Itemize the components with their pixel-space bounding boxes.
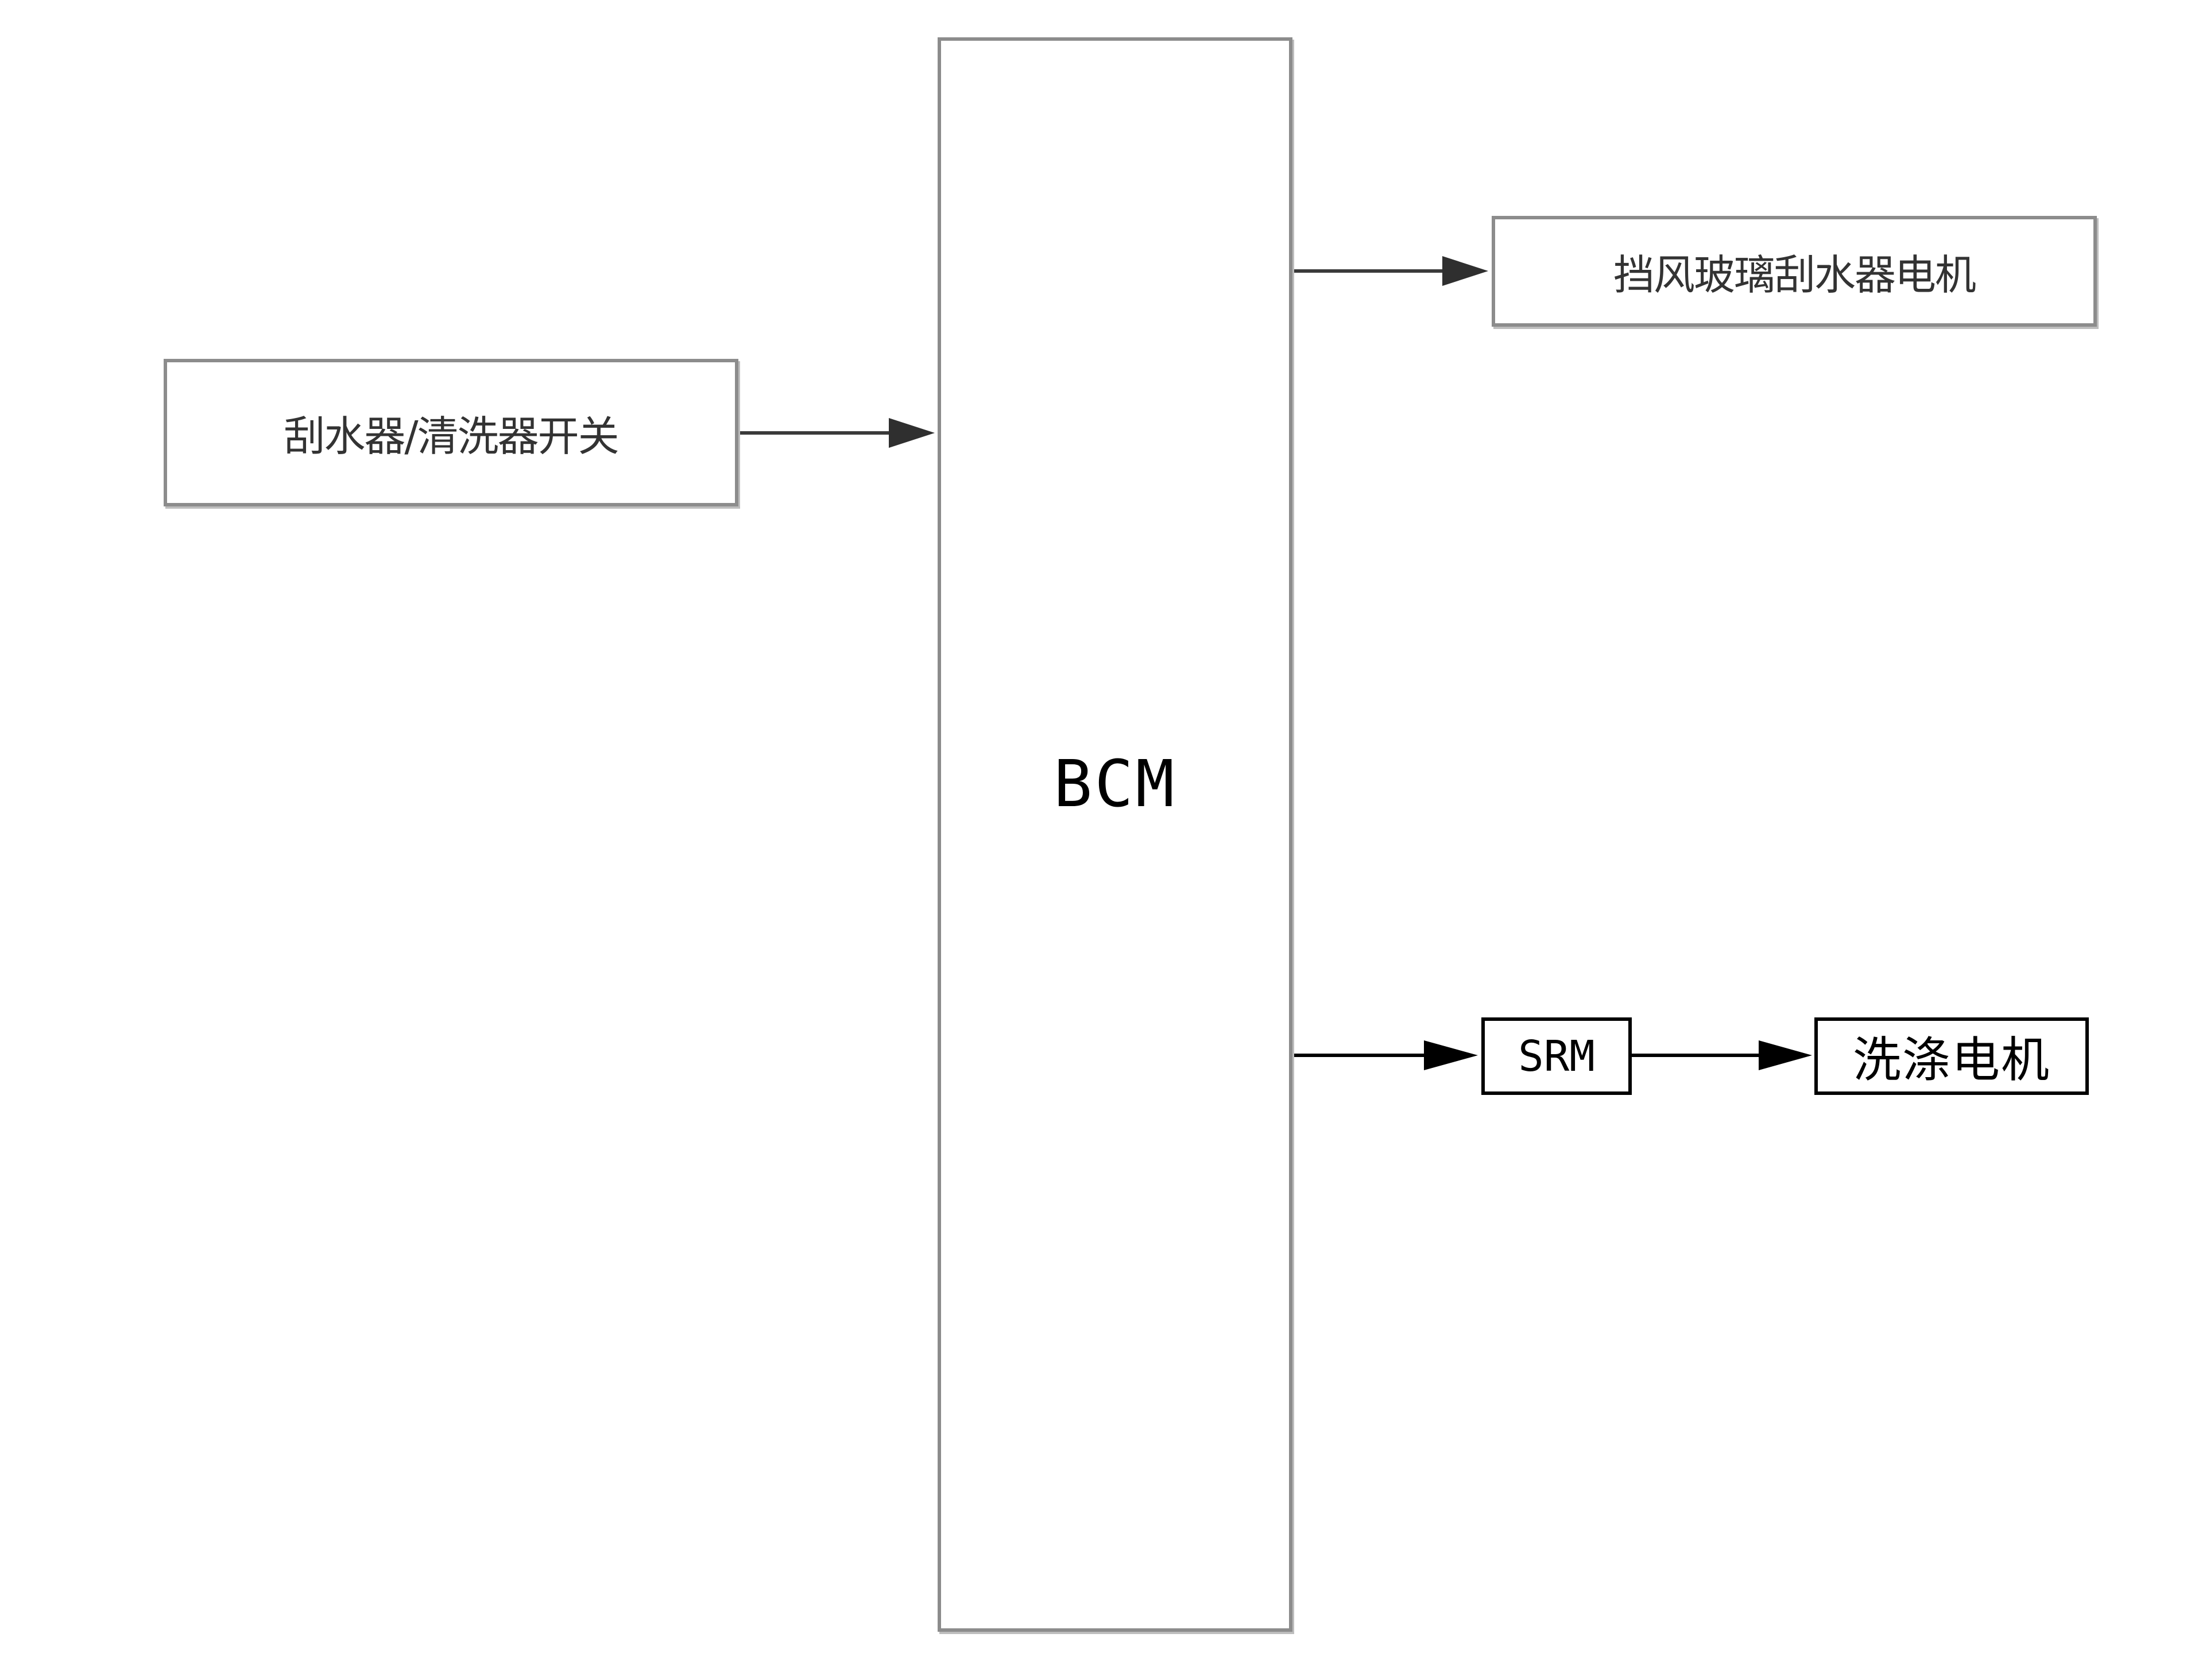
edge-srm-to-washer-motor: [1632, 1040, 1812, 1070]
bcm-node: BCM: [938, 37, 1292, 1632]
srm-node: SRM: [1481, 1017, 1632, 1095]
arrowhead-srm-to-washer-motor: [1759, 1040, 1812, 1070]
arrowhead-switch-to-bcm: [889, 418, 935, 448]
edge-bcm-to-srm: [1292, 1040, 1478, 1070]
wiper-washer-switch-label: 刮水器/清洗器开关: [284, 412, 619, 460]
srm-label: SRM: [1518, 1031, 1595, 1081]
wiper-washer-switch-node: 刮水器/清洗器开关: [164, 359, 738, 506]
washer-motor-label: 洗涤电机: [1852, 1032, 2050, 1088]
edge-switch-to-bcm: [738, 418, 935, 448]
edge-bcm-to-wiper-motor: [1292, 256, 1488, 286]
windshield-wiper-motor-node: 挡风玻璃刮水器电机: [1492, 216, 2097, 327]
arrowhead-bcm-to-srm: [1424, 1040, 1478, 1070]
washer-motor-node: 洗涤电机: [1814, 1017, 2089, 1095]
windshield-wiper-motor-label: 挡风玻璃刮水器电机: [1613, 251, 1976, 299]
bcm-label: BCM: [1053, 747, 1177, 822]
arrowhead-bcm-to-wiper-motor: [1442, 256, 1488, 286]
